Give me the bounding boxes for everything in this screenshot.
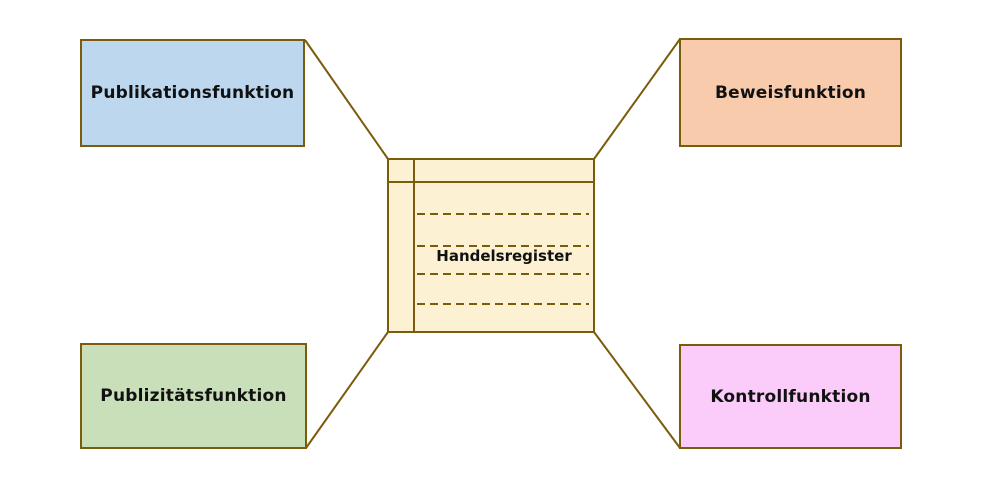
ledger-spine-line bbox=[413, 160, 415, 331]
node-publizitaetsfunktion: Publizitätsfunktion bbox=[80, 343, 307, 449]
connector-kontrollfunktion bbox=[593, 331, 681, 449]
node-kontrollfunktion: Kontrollfunktion bbox=[679, 344, 902, 449]
node-label-publizitaetsfunktion: Publizitätsfunktion bbox=[100, 386, 287, 406]
node-publikationsfunktion: Publikationsfunktion bbox=[80, 39, 305, 147]
node-label-kontrollfunktion: Kontrollfunktion bbox=[710, 386, 871, 407]
ledger-dashed-row bbox=[417, 273, 589, 275]
ledger-header-line bbox=[389, 181, 593, 183]
connector-beweisfunktion bbox=[593, 38, 681, 160]
ledger-dashed-row bbox=[417, 245, 589, 247]
connector-publizitaetsfunktion bbox=[305, 331, 389, 449]
center-label: Handelsregister bbox=[436, 247, 572, 265]
node-label-publikationsfunktion: Publikationsfunktion bbox=[90, 83, 295, 103]
connector-publikationsfunktion bbox=[304, 39, 389, 160]
node-label-beweisfunktion: Beweisfunktion bbox=[714, 82, 867, 103]
node-beweisfunktion: Beweisfunktion bbox=[679, 38, 902, 147]
node-handelsregister: Handelsregister bbox=[387, 158, 595, 333]
ledger-dashed-row bbox=[417, 213, 589, 215]
center-label-wrap: Handelsregister bbox=[415, 181, 593, 331]
ledger-dashed-row bbox=[417, 303, 589, 305]
